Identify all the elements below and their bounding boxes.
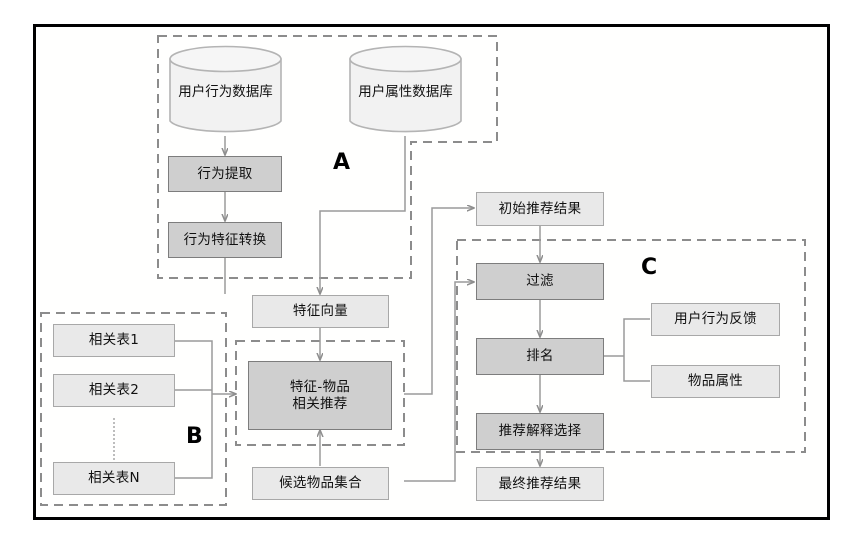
cylinder-shape [349, 45, 462, 133]
node-rec-explanation-select[interactable]: 推荐解释选择 [476, 413, 604, 450]
node-label: 用户行为数据库 [178, 84, 273, 100]
group-label-c: C [641, 255, 658, 280]
node-behavior-feature-transform[interactable]: 行为特征转换 [168, 222, 282, 258]
node-item-attribute[interactable]: 物品属性 [651, 365, 780, 398]
node-feature-item-recommendation[interactable]: 特征-物品 相关推荐 [248, 361, 392, 430]
node-final-rec-result[interactable]: 最终推荐结果 [476, 467, 604, 501]
node-related-table-2[interactable]: 相关表2 [53, 374, 175, 407]
node-feature-vector[interactable]: 特征向量 [252, 295, 389, 328]
node-filter[interactable]: 过滤 [476, 263, 604, 300]
node-ranking[interactable]: 排名 [476, 338, 604, 375]
group-label-a: A [333, 150, 351, 175]
cylinder-shape [169, 45, 282, 133]
node-related-table-1[interactable]: 相关表1 [53, 324, 175, 357]
ellipsis-vertical [113, 418, 115, 460]
node-label-line1: 特征-物品 [289, 378, 351, 395]
node-user-behavior-db: 用户行为数据库 [168, 44, 283, 136]
node-behavior-extract[interactable]: 行为提取 [168, 156, 282, 192]
node-user-behavior-feedback[interactable]: 用户行为反馈 [651, 303, 780, 336]
node-initial-rec-result[interactable]: 初始推荐结果 [476, 192, 604, 226]
node-related-table-n[interactable]: 相关表N [53, 462, 175, 495]
node-user-attr-db: 用户属性数据库 [348, 44, 463, 136]
node-label-line2: 相关推荐 [292, 395, 348, 412]
node-label: 用户属性数据库 [358, 84, 453, 100]
group-label-b: B [186, 424, 203, 449]
node-candidate-item-set[interactable]: 候选物品集合 [252, 467, 389, 500]
